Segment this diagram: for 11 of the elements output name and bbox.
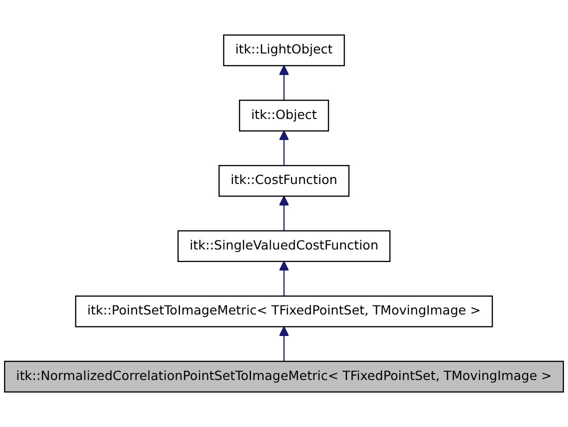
node-box: itk::Object <box>238 100 330 132</box>
node-box: itk::SingleValuedCostFunction <box>178 230 390 262</box>
node-box: itk::NormalizedCorrelationPointSetToImageMetric< TFixedPointSet, TMovingImage > <box>4 360 564 393</box>
arrow <box>278 196 290 231</box>
arrow <box>278 130 290 166</box>
arrow <box>278 260 290 296</box>
arrow <box>278 326 290 362</box>
node-box: itk::PointSetToImageMetric< TFixedPointSet, TMovingImage > <box>75 296 493 328</box>
node-box: itk::CostFunction <box>218 164 350 197</box>
arrow <box>278 65 290 100</box>
node-box: itk::LightObject <box>223 34 345 66</box>
